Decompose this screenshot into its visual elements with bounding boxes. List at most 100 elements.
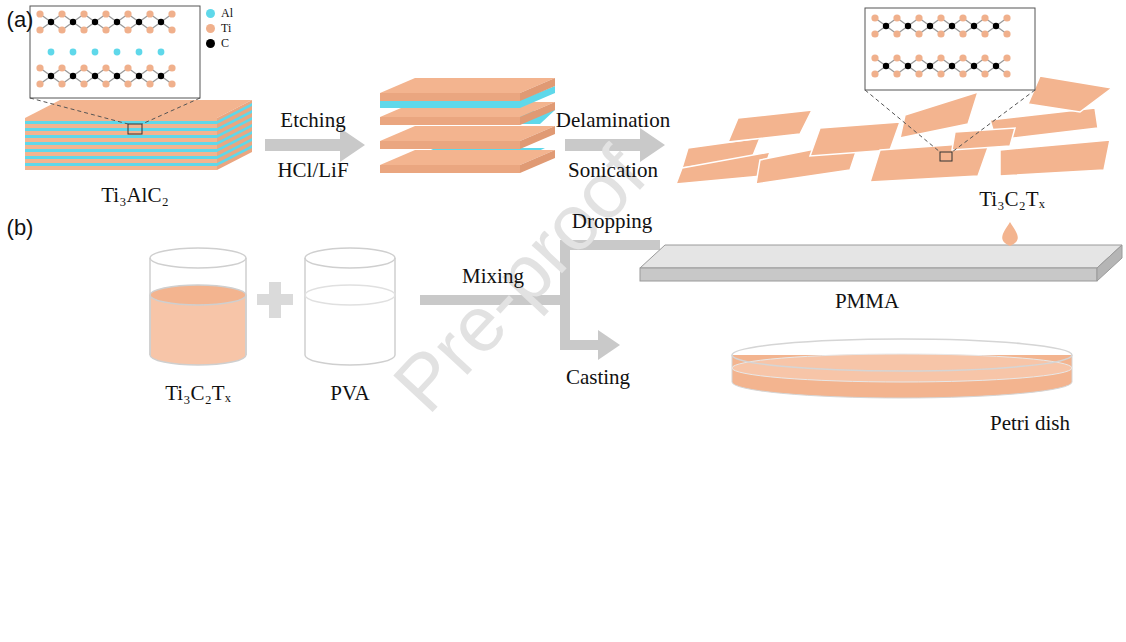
caption-label: PMMA [835, 290, 899, 313]
al-atom [158, 49, 165, 56]
ti-atom [102, 64, 109, 71]
ti-atom [893, 30, 900, 37]
caption-label: Petri dish [990, 412, 1070, 435]
ti-atom [915, 54, 922, 61]
al-atom [136, 49, 143, 56]
ti-atom [168, 80, 175, 87]
ti-atom [893, 70, 900, 77]
ti-atom [146, 64, 153, 71]
ti-atom [981, 54, 988, 61]
c-atom [158, 19, 164, 25]
c-atom [971, 23, 977, 29]
ti-atom [871, 54, 878, 61]
ti-atom [146, 80, 153, 87]
ti-atom [959, 14, 966, 21]
caption-label: Ti₃C₂Tₓ [979, 188, 1045, 211]
ti-atom [1003, 30, 1010, 37]
legend-item: Ti [206, 21, 231, 36]
ti-atom [937, 54, 944, 61]
al-atom [114, 49, 121, 56]
c-atom [927, 63, 933, 69]
al-atom [70, 49, 77, 56]
crystal-inset [36, 10, 175, 87]
pmma-slab [640, 222, 1122, 281]
ti-atom [80, 64, 87, 71]
ti-atom [871, 14, 878, 21]
legend-item: Al [206, 6, 233, 21]
ti-atom [102, 80, 109, 87]
caption-label: Etching [280, 109, 345, 132]
ti-atom [937, 70, 944, 77]
ti-atom [146, 26, 153, 33]
ti-atom [981, 70, 988, 77]
ti-atom [36, 26, 43, 33]
ti-atom [80, 26, 87, 33]
ti-atom [871, 70, 878, 77]
c-atom [136, 19, 142, 25]
caption-label: Dropping [572, 210, 653, 233]
ti-atom [58, 10, 65, 17]
legend-text: Ti [221, 21, 231, 36]
caption-label: Ti₃C₂Tₓ [165, 382, 231, 405]
c-atom [48, 19, 54, 25]
ti-atom [1003, 14, 1010, 21]
ti-atom [58, 64, 65, 71]
c-atom [114, 19, 120, 25]
caption-label: Ti₃AlC₂ [101, 184, 169, 207]
al-layer [25, 149, 217, 152]
caption-label: Casting [566, 366, 630, 389]
layer-stripes [25, 103, 252, 166]
al-layer [217, 145, 252, 166]
ti-atom [168, 26, 175, 33]
c-atom [70, 19, 76, 25]
c-atom [92, 19, 98, 25]
c-atom [92, 73, 98, 79]
ti-atom [146, 10, 153, 17]
c-atom [70, 73, 76, 79]
max-phase-block [25, 100, 252, 170]
petri-dish [732, 339, 1072, 398]
ti-atom [959, 54, 966, 61]
al-layer [25, 135, 217, 138]
al-layer [25, 142, 217, 145]
c-atom [883, 23, 889, 29]
crystal-inset [871, 14, 1010, 77]
ti-atom [168, 64, 175, 71]
caption-label: (a) [7, 8, 34, 32]
ti-atom [959, 70, 966, 77]
ti-atom [102, 26, 109, 33]
caption-label: Mixing [462, 265, 524, 288]
ti-atom [1003, 70, 1010, 77]
beaker [150, 248, 246, 365]
ti-atom [102, 10, 109, 17]
ti-atom [981, 14, 988, 21]
ti-atom [124, 64, 131, 71]
ti-atom [937, 14, 944, 21]
c-atom [48, 73, 54, 79]
al-layer [25, 156, 217, 159]
ti-atom [871, 30, 878, 37]
legend-swatch [206, 24, 215, 33]
ti-atom [893, 54, 900, 61]
ti-atom [124, 80, 131, 87]
ti-atom [915, 30, 922, 37]
al-layer [25, 163, 217, 166]
c-atom [905, 63, 911, 69]
ti-atom [959, 30, 966, 37]
c-atom [971, 63, 977, 69]
mxene-flakes [676, 76, 1112, 184]
caption-label: Delamination [556, 109, 670, 132]
ti-atom [58, 80, 65, 87]
c-atom [993, 63, 999, 69]
ti-atom [36, 64, 43, 71]
al-atom [48, 49, 55, 56]
legend-text: Al [221, 6, 233, 21]
c-atom [158, 73, 164, 79]
c-atom [114, 73, 120, 79]
legend-swatch [206, 39, 215, 48]
legend-text: C [221, 36, 229, 51]
ti-atom [168, 10, 175, 17]
ti-atom [893, 14, 900, 21]
etched-stack [380, 78, 555, 173]
al-atom [92, 49, 99, 56]
